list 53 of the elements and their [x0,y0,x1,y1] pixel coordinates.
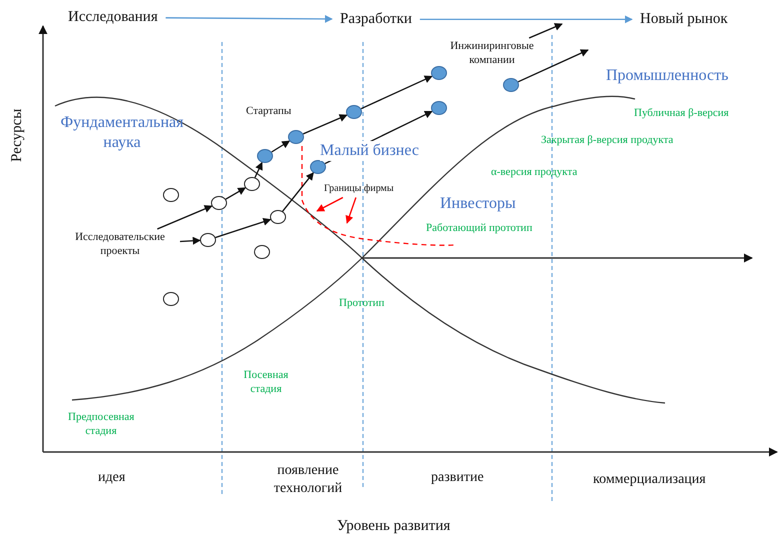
stage-label: Посевная стадия [242,369,290,396]
phase-label: коммерциализация [593,471,706,488]
arrow [316,196,344,212]
project-circle [163,292,179,306]
company-circle [310,160,326,174]
arrow [215,218,272,238]
stage-label: Предпосевная стадия [68,411,134,438]
stage-label: Закрытая β-версия продукта [541,134,674,148]
arrow [254,162,263,178]
group-title: Промышленность [606,66,728,86]
stage-label: α-версия продукта [491,166,578,180]
project-circle [211,196,227,210]
company-circle [257,149,273,163]
group-title: Стартапы [246,105,292,119]
arrow [302,114,348,134]
group-title: Инвесторы [440,194,516,214]
node-label: Разработки [332,8,420,31]
axis-title: Уровень развития [337,517,450,536]
phase-label: появление технологий [272,462,344,497]
phase-label: развитие [431,469,484,486]
arrow [518,49,589,82]
arrow [420,15,633,24]
node-label: Границы фирмы [316,181,402,198]
arrow [346,197,357,224]
phase-label: идея [98,469,126,486]
stage-label: Прототип [339,297,384,311]
arrow [528,23,563,39]
company-circle [346,105,362,119]
project-circle [270,210,286,224]
project-circle [200,233,216,247]
node-label: Новый рынок [632,8,736,31]
group-title: Малый бизнес [320,141,419,161]
arrow [157,205,213,230]
arrow [166,14,333,23]
arrow [282,172,314,212]
project-circle [163,188,179,202]
company-circle [288,130,304,144]
arrow [180,236,201,245]
stage-label: Работающий прототип [426,222,532,236]
arrow [271,140,290,153]
project-circle [254,245,270,259]
node-label: Инжиниринговые компании [432,38,552,70]
group-title: Фундаментальная наука [60,113,184,153]
node-label: Исследования [60,6,166,29]
arrow [225,187,246,200]
node-label: Исследовательские проекты [60,229,180,260]
arrow [360,76,433,110]
axis-title: Ресурсы [8,108,26,162]
company-circle [503,78,519,92]
project-circle [244,177,260,191]
stage-label: Публичная β-версия [634,107,729,121]
company-circle [431,66,447,80]
company-circle [431,101,447,115]
